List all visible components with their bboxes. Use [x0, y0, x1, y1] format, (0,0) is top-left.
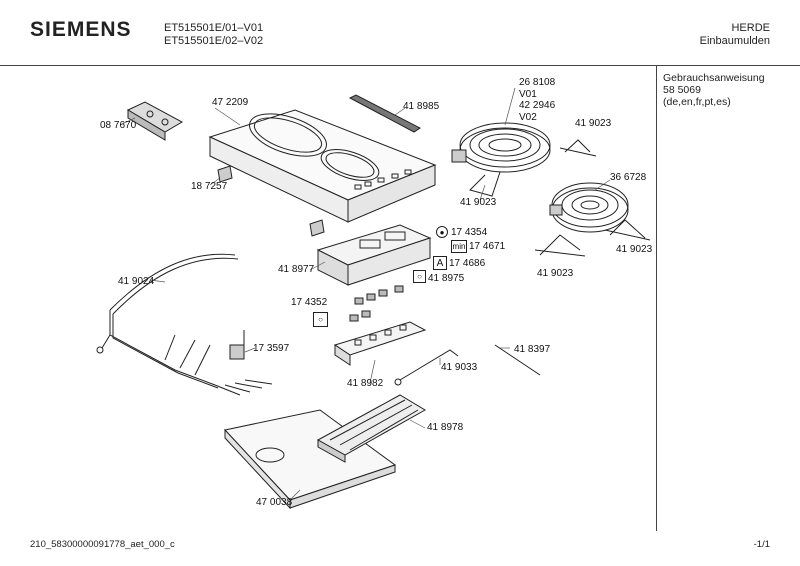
- part-label: 17 4671: [469, 241, 506, 252]
- seal-strip: [348, 94, 421, 133]
- clip-2: [309, 219, 325, 237]
- part-label: 41 9023: [575, 118, 612, 129]
- part-label: V01: [519, 89, 537, 100]
- part-label: 41 9033: [441, 362, 478, 373]
- heater-bracket-1: [559, 139, 597, 157]
- part-label: 08 7670: [100, 120, 137, 131]
- part-label: 41 9023: [537, 268, 574, 279]
- model-number-1: ET515501E/01–V01: [164, 22, 264, 34]
- control-board: [333, 321, 427, 366]
- part-label: 41 8978: [427, 422, 464, 433]
- radiant-heater-small: [549, 182, 629, 233]
- earth-lead: [399, 349, 459, 381]
- hob-glass-top: [208, 109, 437, 223]
- part-label: 41 9023: [616, 244, 653, 255]
- radiant-heater-large: [451, 122, 551, 197]
- brand-logo: SIEMENS: [30, 18, 132, 41]
- clip: [217, 165, 233, 183]
- part-label: 41 8985: [403, 101, 440, 112]
- knob-symbol-icon: ○: [313, 312, 328, 327]
- sensor: [229, 330, 245, 360]
- category-subtitle: Einbaumulden: [699, 35, 770, 47]
- part-label: 17 4354: [451, 227, 488, 238]
- min-symbol-icon: min: [451, 240, 467, 253]
- drawing-id: 210_58300000091778_aet_000_c: [30, 539, 175, 550]
- bottom-housing: [224, 409, 397, 510]
- part-label: 41 9024: [118, 276, 155, 287]
- sidebar-divider: [656, 65, 657, 531]
- part-label: 41 8977: [278, 264, 315, 275]
- heater-bracket-3: [604, 219, 651, 241]
- part-label: 17 4686: [449, 258, 486, 269]
- part-label: 36 6728: [610, 172, 647, 183]
- part-label: 47 2209: [212, 97, 249, 108]
- part-label: 47 0038: [256, 497, 293, 508]
- header-divider: [0, 65, 800, 66]
- page-number: -1/1: [753, 539, 770, 550]
- doc-number: 58 5069: [663, 84, 701, 96]
- category-title: HERDE: [731, 22, 770, 34]
- electronic-module: [316, 224, 432, 286]
- doc-languages: (de,en,fr,pt,es): [663, 96, 731, 108]
- part-label: 41 9023: [460, 197, 497, 208]
- lamp-symbol-icon: ●: [436, 226, 448, 238]
- part-label: 41 8397: [514, 344, 551, 355]
- connecting-wire: [494, 344, 541, 376]
- wiring-harness: [96, 253, 273, 396]
- part-label: 18 7257: [191, 181, 228, 192]
- part-label: 17 3597: [253, 343, 290, 354]
- doc-title: Gebrauchsanweisung: [663, 72, 765, 84]
- a-symbol-icon: A: [433, 256, 447, 270]
- heater-bracket-2: [534, 234, 586, 257]
- knob-parts: [349, 285, 404, 322]
- part-label: 41 8975: [428, 273, 465, 284]
- part-label: 41 8982: [347, 378, 384, 389]
- socket-symbol-icon: ○: [413, 270, 426, 283]
- part-label: 26 8108: [519, 77, 556, 88]
- part-label: V02: [519, 112, 537, 123]
- module-cover: [316, 394, 426, 463]
- part-label: 42 2946: [519, 100, 556, 111]
- part-label: 17 4352: [291, 297, 328, 308]
- model-number-2: ET515501E/02–V02: [164, 35, 264, 47]
- mounting-bracket: [126, 101, 184, 141]
